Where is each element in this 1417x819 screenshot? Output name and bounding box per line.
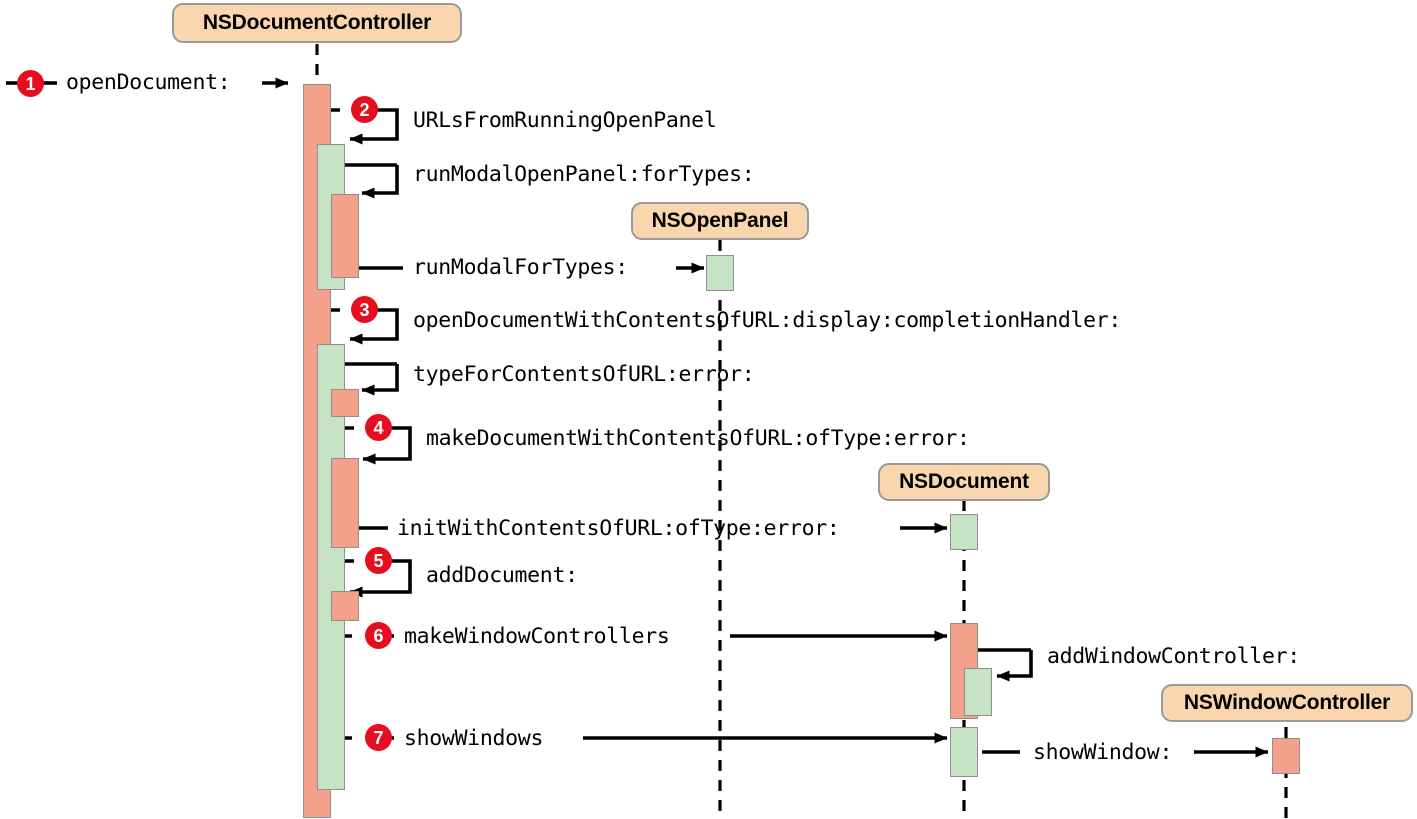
activation-controller-level3-b xyxy=(331,389,359,417)
activation-windowcontroller xyxy=(1272,738,1300,774)
lifeline-header-label: NSDocument xyxy=(899,470,1029,493)
activation-document-init xyxy=(950,514,978,550)
selfcall-type-for-contents-of-url xyxy=(337,362,399,396)
step-badge-2: 2 xyxy=(351,96,378,123)
activation-controller-level3-d xyxy=(331,591,359,621)
message-label-make-window-controllers: makeWindowControllers xyxy=(404,624,670,649)
step-badge-7: 7 xyxy=(365,724,392,751)
activation-openpanel xyxy=(706,255,734,291)
lifeline-header-nsdocument[interactable]: NSDocument xyxy=(878,463,1050,501)
activation-document-add-window-controller xyxy=(964,668,992,716)
step-badge-label: 7 xyxy=(373,727,384,748)
step-badge-label: 4 xyxy=(373,417,384,438)
activation-controller-level2-b xyxy=(317,344,345,790)
lifeline-header-nsdocumentcontroller[interactable]: NSDocumentController xyxy=(172,3,462,43)
message-label-run-modal-for-types: runModalForTypes: xyxy=(413,255,628,280)
step-badge-4: 4 xyxy=(365,414,392,441)
message-label-make-document-with-contents: makeDocumentWithContentsOfURL:ofType:err… xyxy=(426,426,970,451)
message-label-add-document: addDocument: xyxy=(426,563,578,588)
message-label-type-for-contents-of-url: typeForContentsOfURL:error: xyxy=(413,362,755,387)
message-label-show-windows: showWindows xyxy=(404,726,544,751)
message-label-show-window: showWindow: xyxy=(1033,740,1173,765)
lifeline-header-label: NSDocumentController xyxy=(202,11,432,34)
message-label-open-document-with-contents: openDocumentWithContentsOfURL:display:co… xyxy=(413,308,1122,333)
step-badge-6: 6 xyxy=(365,622,392,649)
activation-document-show-windows xyxy=(950,727,978,777)
selfcall-add-window-controller xyxy=(978,648,1033,682)
step-badge-label: 5 xyxy=(373,550,384,571)
step-badge-label: 1 xyxy=(25,73,36,94)
message-label-open-document: openDocument: xyxy=(66,70,231,95)
lifeline-header-label: NSOpenPanel xyxy=(651,209,789,232)
lifeline-header-nsopenpanel[interactable]: NSOpenPanel xyxy=(631,202,809,240)
step-badge-5: 5 xyxy=(365,547,392,574)
selfcall-run-modal-open-panel xyxy=(337,163,399,199)
message-label-init-with-contents-of-url: initWithContentsOfURL:ofType:error: xyxy=(397,516,840,541)
message-label-urls-from-running-open-panel: URLsFromRunningOpenPanel xyxy=(413,108,717,133)
step-badge-label: 6 xyxy=(373,625,384,646)
step-badge-label: 3 xyxy=(359,299,370,320)
message-label-add-window-controller: addWindowController: xyxy=(1047,644,1300,669)
step-badge-1: 1 xyxy=(17,70,44,97)
activation-controller-level3-c xyxy=(331,458,359,548)
lifeline-header-label: NSWindowController xyxy=(1183,691,1391,714)
step-badge-label: 2 xyxy=(359,99,370,120)
activation-controller-level3-a xyxy=(331,194,359,278)
lifeline-header-nswindowcontroller[interactable]: NSWindowController xyxy=(1161,684,1413,722)
message-label-run-modal-open-panel: runModalOpenPanel:forTypes: xyxy=(413,162,755,187)
step-badge-3: 3 xyxy=(351,296,378,323)
